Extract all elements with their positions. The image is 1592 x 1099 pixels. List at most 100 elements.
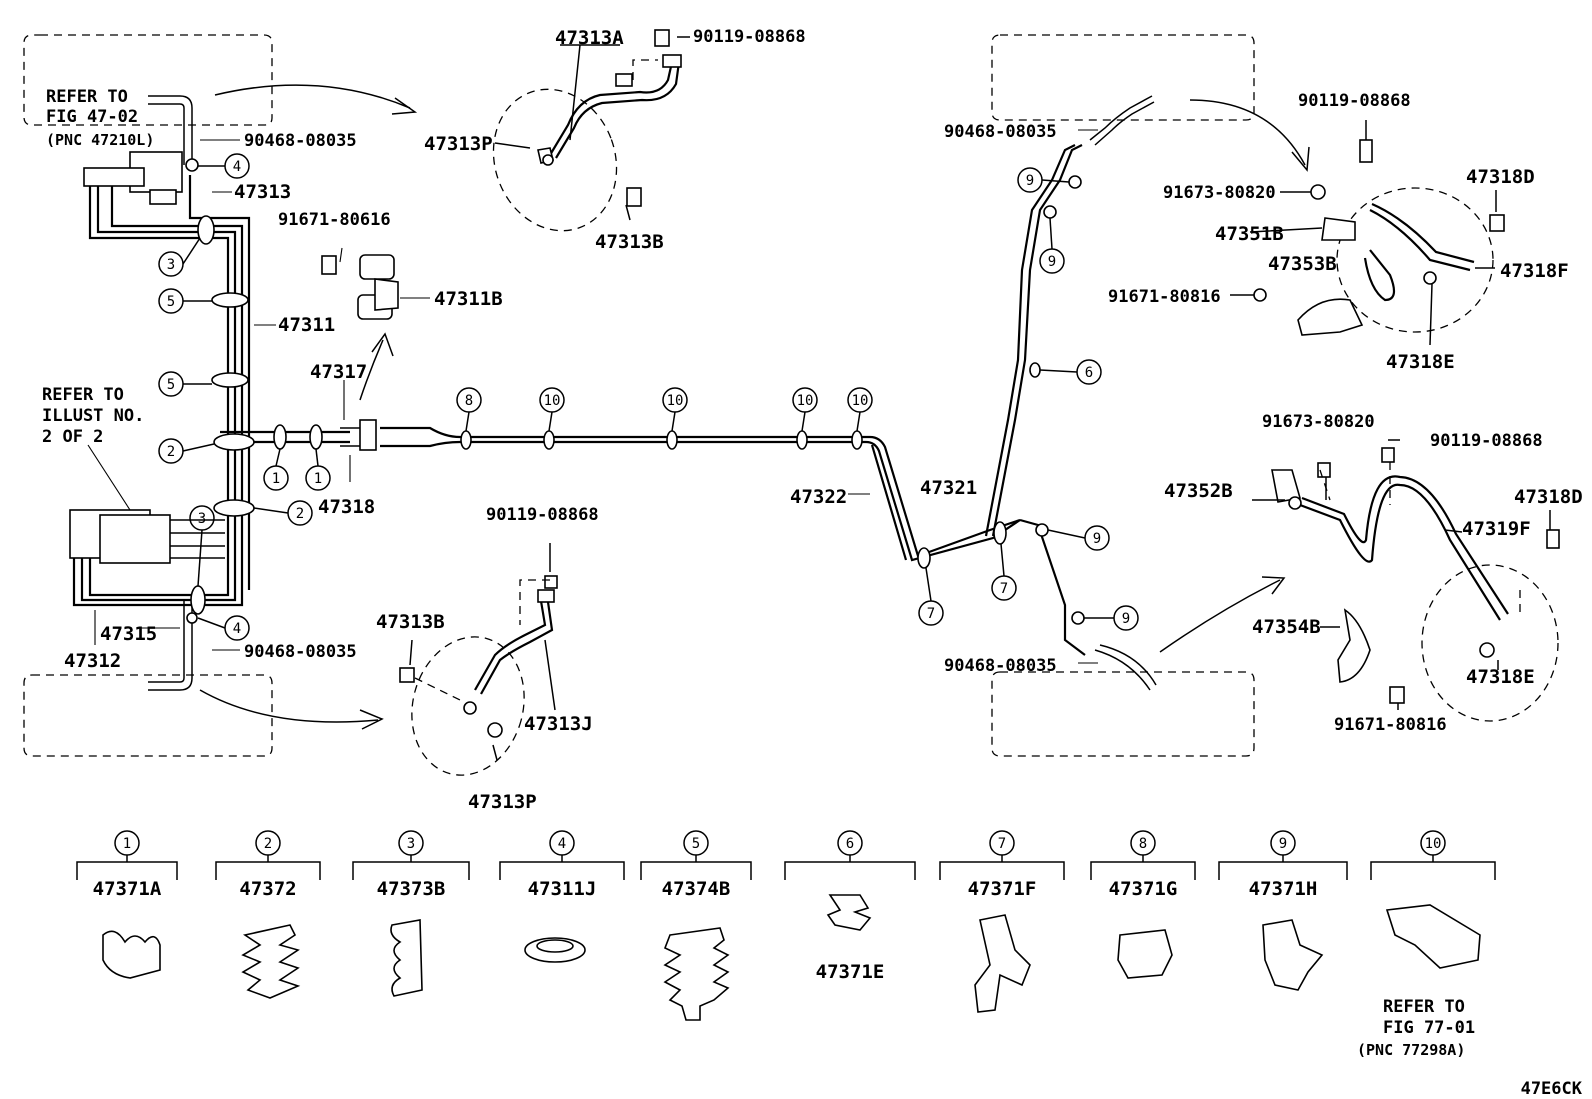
legend-part-number: 47371F [968, 878, 1037, 900]
legend-bracket [784, 855, 916, 880]
legend-callout-number: 5 [692, 836, 700, 852]
label-47313: 47313 [234, 181, 291, 203]
legend-part-number: 47371H [1249, 878, 1318, 900]
legend-bracket [499, 855, 625, 880]
svg-text:6: 6 [1085, 365, 1093, 381]
legend-item-3: 3 47373B [352, 830, 470, 900]
legend-bracket [352, 855, 470, 880]
label-47311B: 47311B [434, 288, 503, 310]
ref-box-bottom-left [23, 674, 273, 757]
front-left-hose-assembly [492, 29, 690, 232]
center-pipe [380, 144, 1086, 656]
label-91673-b: 91673-80820 [1262, 412, 1375, 432]
legend-bracket [215, 855, 321, 880]
ref-l-line1: REFER TO [42, 385, 124, 405]
label-47354B: 47354B [1252, 616, 1321, 638]
svg-text:10: 10 [852, 393, 869, 409]
legend-callout-number: 3 [407, 836, 415, 852]
pipe-end-bl [148, 600, 193, 691]
legend-part-drawings [102, 894, 1481, 1021]
clip-markers [185, 158, 1085, 625]
ref-text-top-left: REFER TO FIG 47-02 (PNC 47210L) [46, 87, 154, 149]
label-91673-a: 91673-80820 [1163, 183, 1276, 203]
label-47313A: 47313A [555, 27, 624, 49]
svg-text:9: 9 [1048, 254, 1056, 270]
label-90119-c: 90119-08868 [1298, 91, 1411, 111]
label-90468-c: 90468-08035 [944, 122, 1057, 142]
legend-part-number: 47373B [377, 878, 446, 900]
ref-box-bottom-right [991, 671, 1255, 757]
bracket-47311B [321, 254, 399, 320]
svg-text:10: 10 [667, 393, 684, 409]
svg-text:7: 7 [927, 606, 935, 622]
ref-br-line3: (PNC 77298A) [1357, 1041, 1465, 1059]
label-47317: 47317 [310, 361, 367, 383]
label-47319F: 47319F [1462, 518, 1531, 540]
pipe-union [340, 419, 377, 451]
legend-bracket [939, 855, 1065, 880]
legend-bracket [1218, 855, 1348, 880]
flow-arrows [199, 84, 1310, 730]
ref-tl-line1: REFER TO [46, 87, 128, 107]
ref-l-line2: ILLUST NO. [42, 406, 144, 426]
label-47351B: 47351B [1215, 223, 1284, 245]
ref-tl-line2: FIG 47-02 [46, 107, 138, 127]
label-47318D-a: 47318D [1466, 166, 1535, 188]
clip-legend: 147371A247372347373B447311J547374B647371… [76, 830, 1496, 983]
label-90468-b: 90468-08035 [244, 642, 357, 662]
legend-bracket [640, 855, 752, 880]
legend-item-2: 2 47372 [215, 830, 321, 900]
ref-br-line1: REFER TO [1383, 997, 1465, 1017]
label-90119-d: 90119-08868 [1430, 431, 1543, 451]
callouts-main: 4 3 5 5 2 3 4 1 1 2 8 10 10 10 10 7 7 6 … [158, 153, 1139, 641]
leader-lines [87, 129, 1098, 664]
front-right-hose-assembly [1230, 120, 1505, 346]
legend-bracket [1370, 855, 1496, 880]
svg-text:1: 1 [272, 471, 280, 487]
svg-text:1: 1 [314, 471, 322, 487]
label-47321: 47321 [920, 477, 977, 499]
legend-part-number: 47371A [93, 878, 162, 900]
label-47311: 47311 [278, 314, 335, 336]
label-47318D-b: 47318D [1514, 486, 1583, 508]
ref-tl-line3: (PNC 47210L) [46, 131, 154, 149]
label-90468-a: 90468-08035 [244, 131, 357, 151]
svg-text:9: 9 [1122, 611, 1130, 627]
label-47318E-a: 47318E [1386, 351, 1455, 373]
svg-text:10: 10 [544, 393, 561, 409]
legend-part-number: 47371E [816, 961, 885, 983]
label-91671-b: 91671-80816 [1334, 715, 1447, 735]
svg-text:5: 5 [167, 377, 175, 393]
proportioning-valve [83, 151, 183, 205]
legend-bracket [1090, 855, 1196, 880]
label-47353B: 47353B [1268, 253, 1337, 275]
label-47313B-a: 47313B [595, 231, 664, 253]
ref-text-left: REFER TO ILLUST NO. 2 OF 2 [42, 385, 144, 447]
svg-text:8: 8 [465, 393, 473, 409]
label-47318E-b: 47318E [1466, 666, 1535, 688]
label-90119-a: 90119-08868 [693, 27, 806, 47]
legend-part-number: 47372 [239, 878, 296, 900]
label-47313J: 47313J [524, 713, 593, 735]
ref-box-top-left [23, 34, 273, 126]
svg-text:9: 9 [1026, 173, 1034, 189]
label-47318: 47318 [318, 496, 375, 518]
label-47312: 47312 [64, 650, 121, 672]
legend-bracket [76, 855, 178, 880]
legend-callout-number: 8 [1139, 836, 1147, 852]
label-47313P-b: 47313P [468, 791, 537, 813]
legend-callout-number: 7 [998, 836, 1006, 852]
legend-callout-number: 2 [264, 836, 272, 852]
pipe-end-br [1094, 649, 1151, 691]
legend-item-10: 10 [1370, 830, 1496, 880]
label-47352B: 47352B [1164, 480, 1233, 502]
label-47313P-a: 47313P [424, 133, 493, 155]
legend-callout-number: 6 [846, 836, 854, 852]
label-90468-d: 90468-08035 [944, 656, 1057, 676]
label-91671-a: 91671-80816 [1108, 287, 1221, 307]
ref-box-top-right [991, 34, 1255, 121]
legend-part-number: 47374B [662, 878, 731, 900]
